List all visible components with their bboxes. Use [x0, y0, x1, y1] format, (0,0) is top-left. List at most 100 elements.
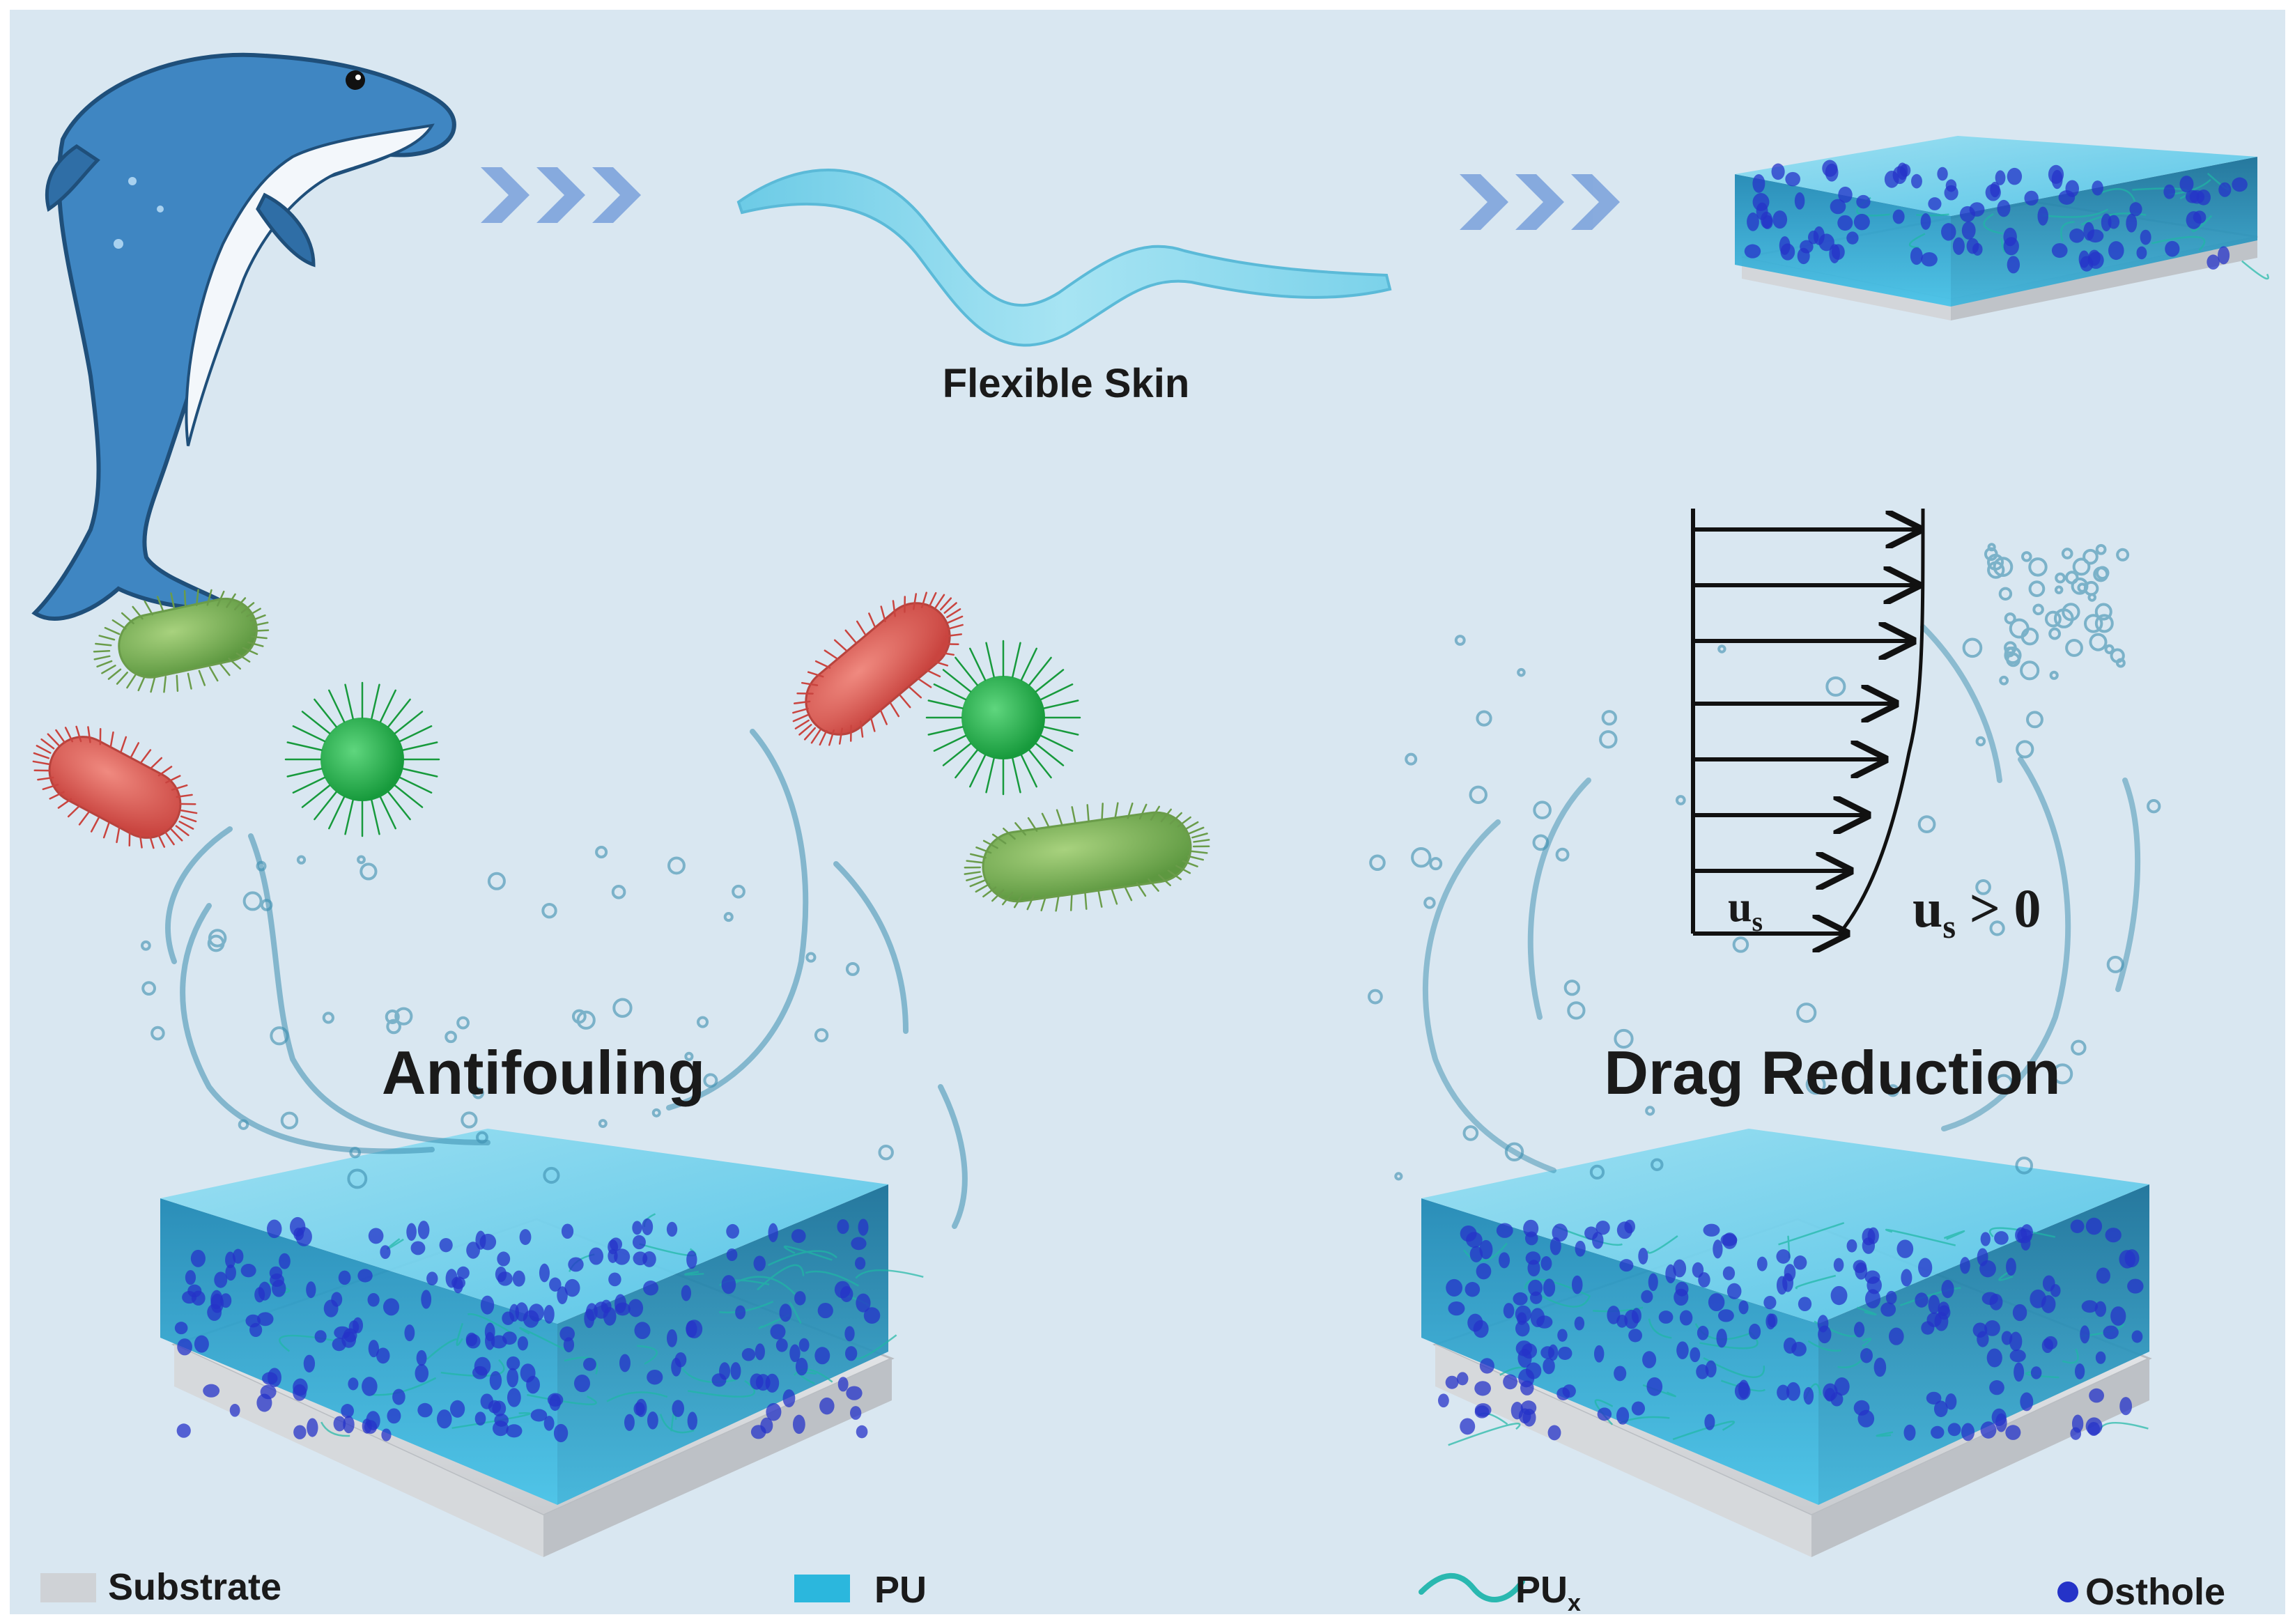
- bacteria-cilium: [1097, 890, 1103, 908]
- bacteria-cilium: [801, 681, 819, 686]
- water-droplet: [1989, 920, 2005, 936]
- bacteria-cilium: [116, 826, 121, 844]
- bacteria-cilium: [247, 641, 264, 647]
- osthole-particle: [1776, 1276, 1788, 1295]
- water-droplet: [386, 1019, 401, 1035]
- bacteria-cilium: [1070, 894, 1073, 911]
- bacteria-cilium: [219, 662, 231, 676]
- osthole-particle: [1830, 199, 1846, 215]
- osthole-particle: [543, 1416, 555, 1431]
- legend-label-pux: PUx: [1515, 1569, 1581, 1616]
- osthole-particle: [834, 1281, 851, 1299]
- water-droplet: [1975, 736, 1986, 747]
- pux-fibre: [1807, 1340, 1841, 1352]
- bacteria-cilium: [170, 828, 183, 842]
- osthole-particle: [2003, 237, 2019, 256]
- water-droplet: [651, 1108, 661, 1118]
- bacteria-cilium: [1040, 734, 1074, 752]
- water-droplet: [1675, 795, 1686, 805]
- bacteria-cilium: [1012, 642, 1021, 678]
- bacteria-cilium: [96, 660, 113, 668]
- water-droplet: [1567, 1001, 1586, 1020]
- osthole-particle: [1679, 1310, 1693, 1326]
- pux-fibre: [659, 1414, 695, 1434]
- water-droplet: [1993, 1074, 2014, 1094]
- osthole-particle: [1969, 202, 1985, 217]
- bacteria-cilium: [1040, 895, 1047, 912]
- pux-fibre: [1647, 1235, 1678, 1254]
- bacteria-cilium: [90, 817, 100, 833]
- bacteria-cilium: [87, 726, 91, 743]
- osthole-particle: [185, 1269, 196, 1285]
- osthole-particle: [485, 1331, 495, 1350]
- bacteria-cilium: [1187, 855, 1205, 861]
- osthole-particle: [2165, 240, 2180, 257]
- osthole-particle: [357, 1269, 373, 1283]
- pux-fibre: [1448, 1423, 1521, 1446]
- pux-fibre: [1943, 1230, 1965, 1240]
- osthole-particle: [333, 1416, 346, 1432]
- osthole-particle: [381, 1428, 392, 1441]
- osthole-particle: [177, 1338, 192, 1356]
- osthole-particle: [798, 1338, 810, 1352]
- osthole-particle: [1776, 1249, 1791, 1264]
- water-droplet: [684, 1051, 694, 1061]
- water-droplet: [1589, 1164, 1605, 1180]
- bacteria-cilium: [156, 596, 164, 612]
- bacteria-cilium: [176, 674, 179, 693]
- osthole-particle: [1933, 1400, 1948, 1418]
- osthole-particle: [1716, 1329, 1727, 1348]
- bacteria-cilium: [955, 656, 978, 686]
- bacteria-cilium: [927, 699, 964, 709]
- osthole-particle: [1738, 1379, 1749, 1399]
- osthole-particle: [755, 1374, 771, 1391]
- water-droplet: [1805, 1074, 1826, 1095]
- osthole-particle: [2140, 229, 2151, 245]
- osthole-particle: [1474, 1405, 1490, 1418]
- water-droplet: [611, 885, 626, 899]
- water-droplet: [347, 1168, 368, 1189]
- legend-swatch-osthole: [2057, 1582, 2078, 1602]
- water-droplet: [2116, 548, 2130, 562]
- water-droplet: [2032, 603, 2044, 616]
- osthole-particle: [1445, 1375, 1459, 1389]
- osthole-particle: [647, 1412, 658, 1430]
- bacteria-cilium: [102, 822, 110, 839]
- osthole-particle: [1892, 209, 1905, 224]
- osthole-particle: [1961, 221, 1976, 240]
- osthole-particle: [293, 1425, 307, 1439]
- osthole-particle: [2105, 1228, 2122, 1243]
- osthole-particle: [530, 1409, 548, 1422]
- water-droplet: [2052, 1063, 2073, 1085]
- osthole-particle: [589, 1247, 604, 1265]
- bacteria-cilium: [1028, 749, 1052, 779]
- osthole-particle: [782, 1389, 796, 1407]
- water-droplet: [1999, 675, 2009, 686]
- pux-fibre: [1909, 233, 1926, 249]
- osthole-particle: [367, 1293, 380, 1307]
- water-droplet: [1998, 587, 2013, 601]
- osthole-particle: [1547, 1425, 1561, 1441]
- water-droplet: [2094, 603, 2112, 621]
- bacteria-cilium: [1041, 812, 1050, 828]
- bacteria-cilium: [794, 719, 810, 729]
- osthole-particle: [1698, 1271, 1710, 1287]
- osthole-particle: [837, 1219, 849, 1235]
- flexible-skin-sheet: [736, 169, 1392, 347]
- osthole-particle: [671, 1357, 681, 1377]
- osthole-particle: [687, 1412, 697, 1430]
- osthole-particle: [526, 1375, 540, 1394]
- osthole-particle: [1760, 211, 1773, 229]
- bacteria-cilium: [399, 776, 433, 794]
- osthole-particle: [475, 1230, 486, 1250]
- bacteria-cilium: [98, 635, 116, 641]
- osthole-particle: [1469, 1246, 1483, 1262]
- water-droplet: [2061, 548, 2073, 559]
- osthole-particle: [421, 1290, 432, 1309]
- osthole-particle: [2101, 213, 2112, 231]
- osthole-particle: [2012, 1304, 2027, 1322]
- pux-fibre: [1463, 1242, 1508, 1262]
- bacteria-cilium: [803, 727, 817, 741]
- water-droplet: [487, 872, 506, 890]
- pux-fibre: [1988, 1227, 2056, 1238]
